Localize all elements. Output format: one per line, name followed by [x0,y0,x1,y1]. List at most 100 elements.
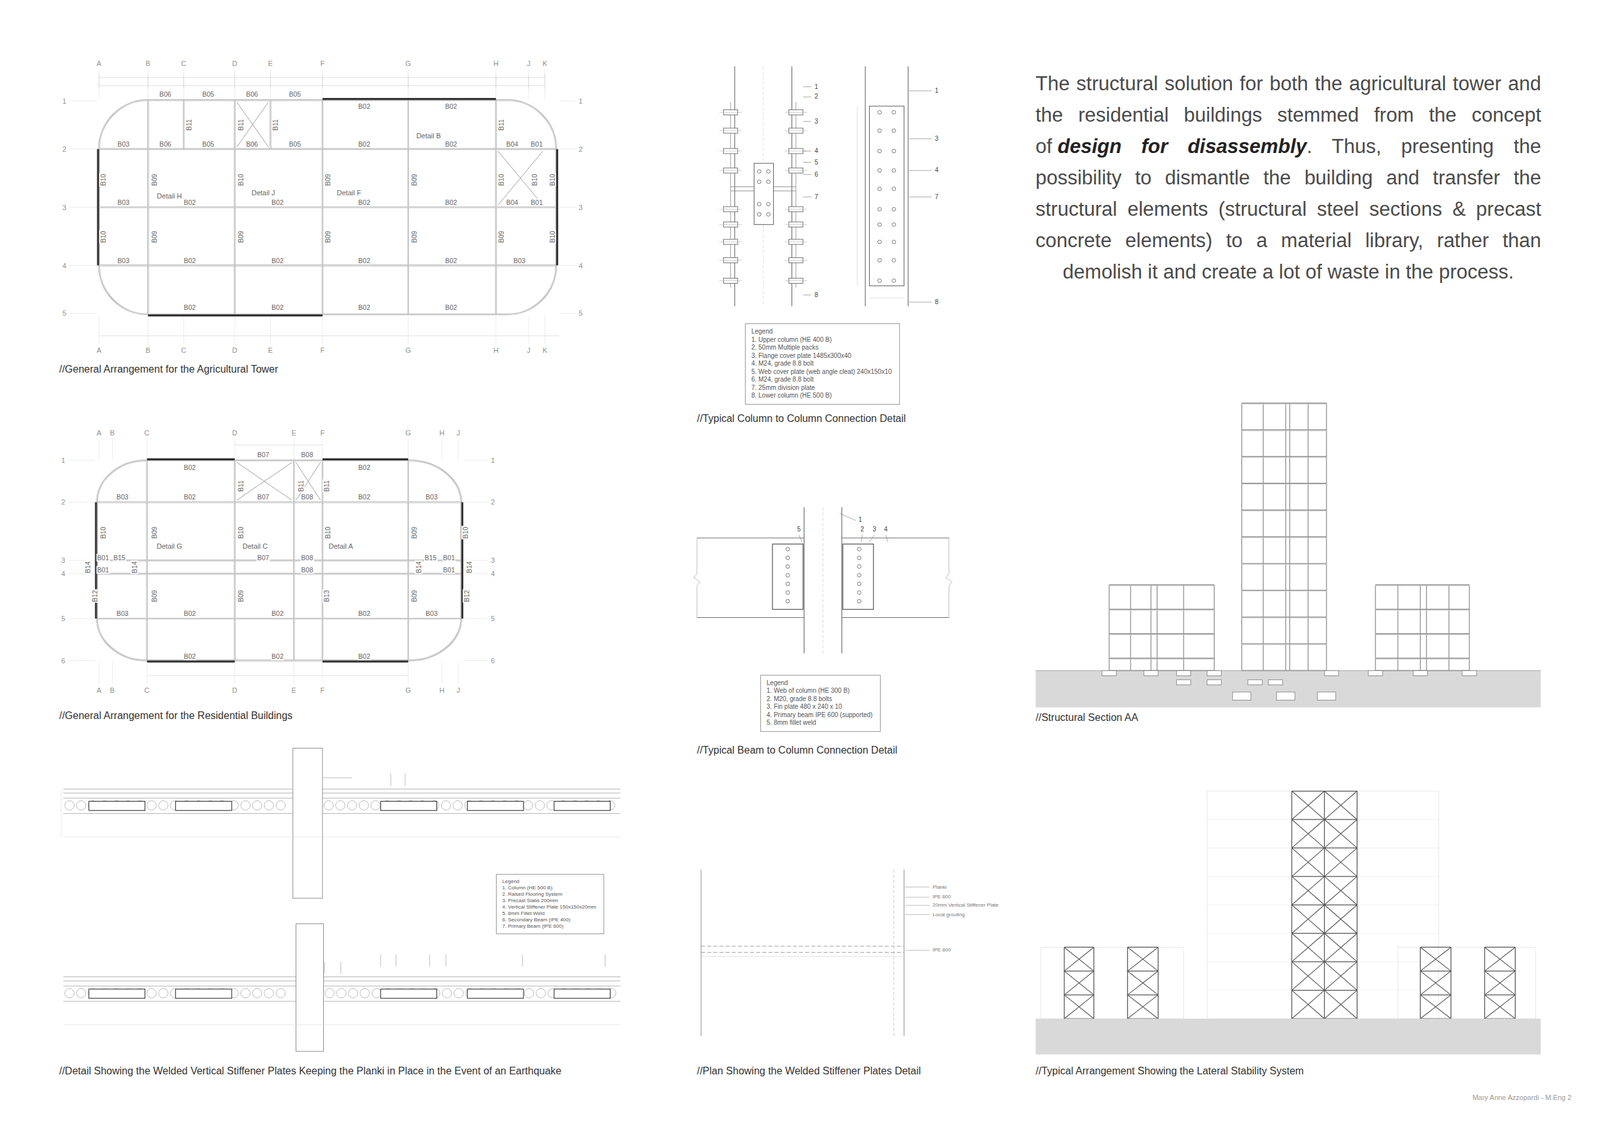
grid-label: E [291,685,297,694]
bolt-symbol [785,590,790,595]
leader-line [909,90,932,91]
grid-label: F [320,428,325,438]
stiffener-plate [554,988,611,998]
beam-label: B07 [256,492,271,501]
floor-line [1375,609,1470,611]
bracing-line [1420,946,1451,971]
grid-line [528,69,529,99]
grid-line [528,315,529,345]
leader-line [904,886,930,888]
bolt-symbol [757,169,761,174]
column-line [1425,584,1427,671]
wall-line [97,149,100,266]
beam-label: B02 [270,609,285,617]
column-line [1183,584,1184,671]
beam-label: B02 [357,102,372,111]
note-label: 20mm Vertical Stiffener Plate [932,902,999,909]
bolt-symbol [857,555,862,560]
grid-line [270,315,271,345]
legend-item: 2. 50mm Multiple packs [751,343,894,352]
column-line [1374,584,1376,671]
floor-line [1241,402,1327,404]
faint-floor [1207,819,1439,820]
bracing-line [1324,876,1357,905]
floor-line [322,797,621,799]
floor-line [1109,659,1215,660]
beam-label: B01 [529,140,544,148]
foundation [1413,670,1428,676]
column-flange [907,66,909,307]
wall-line [147,659,235,662]
grid-label: D [232,428,238,438]
bracing-line [1127,946,1159,971]
detail-label: Detail H [156,192,183,201]
legend-item: 3. Flange cover plate 1485x300x40 [751,352,894,361]
wall-line [147,458,235,461]
beam-label: B14 [465,560,473,575]
grid-label: E [268,346,273,355]
dimension-line [856,106,858,287]
braced-column [1450,946,1451,1019]
floor-line [1375,659,1470,660]
hollow-core [335,800,345,811]
beam-label: B03 [117,198,131,207]
dimension-tick [234,74,235,89]
grid-label: G [405,346,411,355]
hollow-core [264,800,274,811]
bracing-line [1064,946,1094,971]
grid-line [321,69,323,99]
braced-beam [1484,970,1516,971]
beam-label: B02 [357,198,372,207]
beam-flange [841,537,949,539]
grid-label: 3 [578,202,583,212]
bolt-symbol [892,186,896,191]
beam-label: B08 [300,449,315,458]
foundation [1324,670,1339,676]
leader-line [803,294,812,296]
bolt-symbol [857,581,862,586]
floor-line [1241,457,1327,459]
grid-label: 3 [62,202,66,212]
foundation [1207,679,1222,685]
bracing-line [1324,933,1357,962]
beam-label: B02 [444,198,458,207]
plan-line [893,869,895,1036]
bracing-line [1484,946,1516,971]
leader-line [380,954,381,967]
column-line [1150,584,1152,671]
building-outline [97,460,462,660]
floor-line [1375,634,1470,635]
beam-label: B02 [357,140,372,148]
beam-label: B02 [183,652,197,660]
beam-label: B09 [236,230,245,244]
hollow-core [453,800,463,811]
floor-line [63,797,294,799]
floor-line [1241,644,1327,646]
beam-label: B10 [99,172,107,187]
dimension-tick [147,74,149,89]
dimension-tick [544,74,546,89]
bracing-line [1291,961,1325,990]
legend-item: 6. M24, grade 8.8 bolt [751,375,894,384]
bracing-line [1291,990,1325,1019]
beam-label: B10 [497,172,505,187]
bracing-line [1324,990,1357,1019]
grid-line [559,264,576,266]
legend-item: 4. Primary beam IPE 600 (supported) [766,711,875,720]
callout-number: 7 [935,193,939,201]
column-flange [734,66,735,307]
bolt-symbol [757,212,761,217]
floor-line [1109,584,1215,586]
bolt-axis [784,130,808,132]
beam-label: B02 [270,198,285,207]
beam-label: B14 [414,560,423,575]
grid-label: C [181,346,187,355]
beam-label: B02 [270,256,285,265]
hollow-core [360,988,370,998]
beam-label: B06 [245,140,259,148]
hollow-core [453,988,464,998]
column-web [822,506,824,653]
grid-line [559,148,576,150]
beam-line-core [270,99,271,150]
grid-label: G [405,59,411,68]
